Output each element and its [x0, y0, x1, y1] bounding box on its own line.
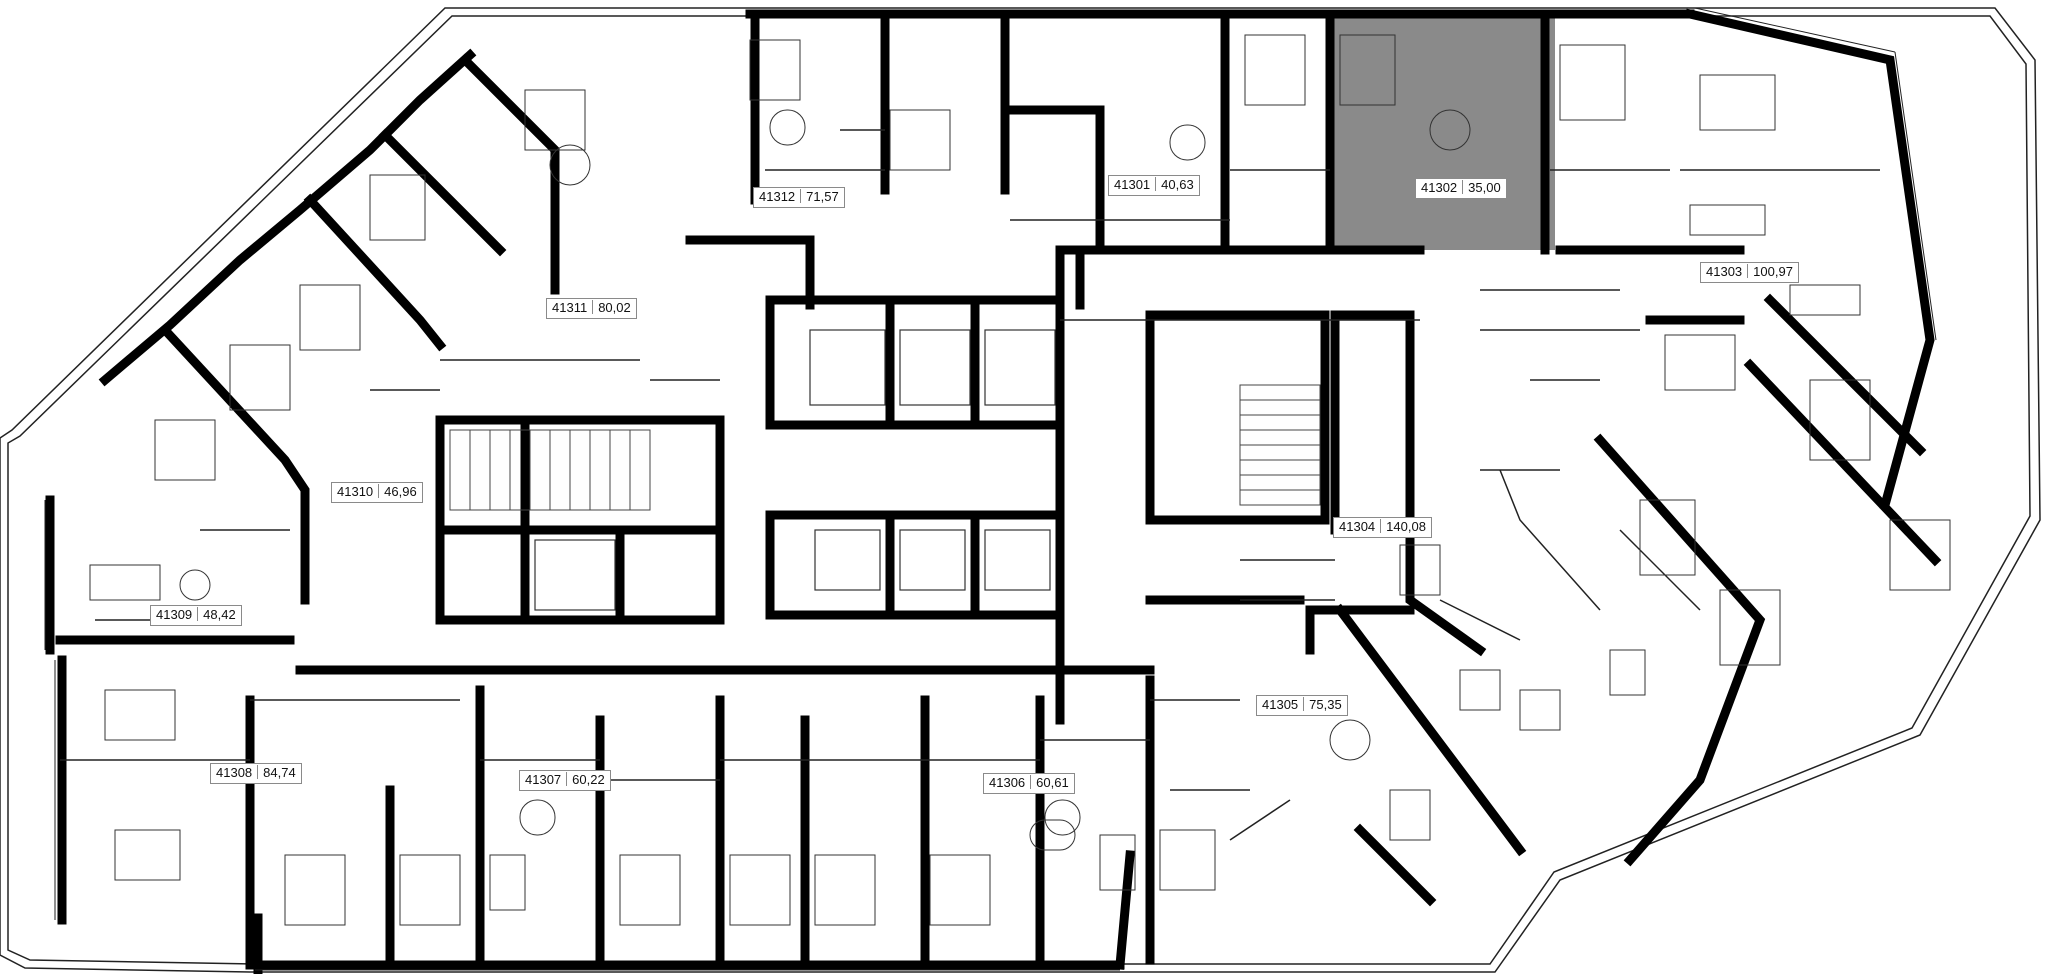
unit-number: 41302	[1421, 180, 1458, 195]
unit-area: 75,35	[1309, 697, 1342, 712]
unit-area: 60,22	[572, 772, 605, 787]
unit-label-41307[interactable]: 41307 60,22	[519, 770, 611, 791]
unit-area: 46,96	[384, 484, 417, 499]
selected-unit-41302[interactable]	[1330, 12, 1555, 250]
unit-number: 41311	[552, 300, 588, 315]
unit-label-41308[interactable]: 41308 84,74	[210, 763, 302, 784]
unit-number: 41304	[1339, 519, 1376, 534]
unit-label-41310[interactable]: 41310 46,96	[331, 482, 423, 503]
unit-area: 60,61	[1036, 775, 1069, 790]
unit-label-41309[interactable]: 41309 48,42	[150, 605, 242, 626]
unit-area: 48,42	[203, 607, 236, 622]
unit-number: 41308	[216, 765, 253, 780]
unit-label-41301[interactable]: 41301 40,63	[1108, 175, 1200, 196]
unit-area: 71,57	[806, 189, 839, 204]
unit-label-41305[interactable]: 41305 75,35	[1256, 695, 1348, 716]
unit-label-41303[interactable]: 41303 100,97	[1700, 262, 1799, 283]
partitions	[60, 129, 1880, 841]
unit-number: 41306	[989, 775, 1026, 790]
windows	[44, 7, 1937, 971]
unit-number: 41310	[337, 484, 374, 499]
unit-number: 41309	[156, 607, 193, 622]
unit-label-41311[interactable]: 41311 80,02	[546, 298, 637, 319]
unit-area: 80,02	[598, 300, 631, 315]
unit-number: 41303	[1706, 264, 1743, 279]
unit-number: 41312	[759, 189, 796, 204]
unit-label-41306[interactable]: 41306 60,61	[983, 773, 1075, 794]
unit-area: 40,63	[1161, 177, 1194, 192]
elevators	[534, 329, 1056, 611]
unit-area: 140,08	[1386, 519, 1426, 534]
terrace-outline	[0, 7, 2041, 973]
unit-label-41312[interactable]: 41312 71,57	[753, 187, 845, 208]
unit-area: 84,74	[263, 765, 296, 780]
unit-number: 41307	[525, 772, 562, 787]
unit-number: 41305	[1262, 697, 1299, 712]
stairs	[449, 384, 1321, 511]
unit-number: 41301	[1114, 177, 1151, 192]
unit-area: 100,97	[1753, 264, 1793, 279]
walls	[45, 8, 1942, 974]
unit-area: 35,00	[1468, 180, 1501, 195]
unit-label-41304[interactable]: 41304 140,08	[1333, 517, 1432, 538]
furniture	[89, 34, 1951, 926]
unit-label-41302[interactable]: 41302 35,00	[1415, 178, 1507, 199]
